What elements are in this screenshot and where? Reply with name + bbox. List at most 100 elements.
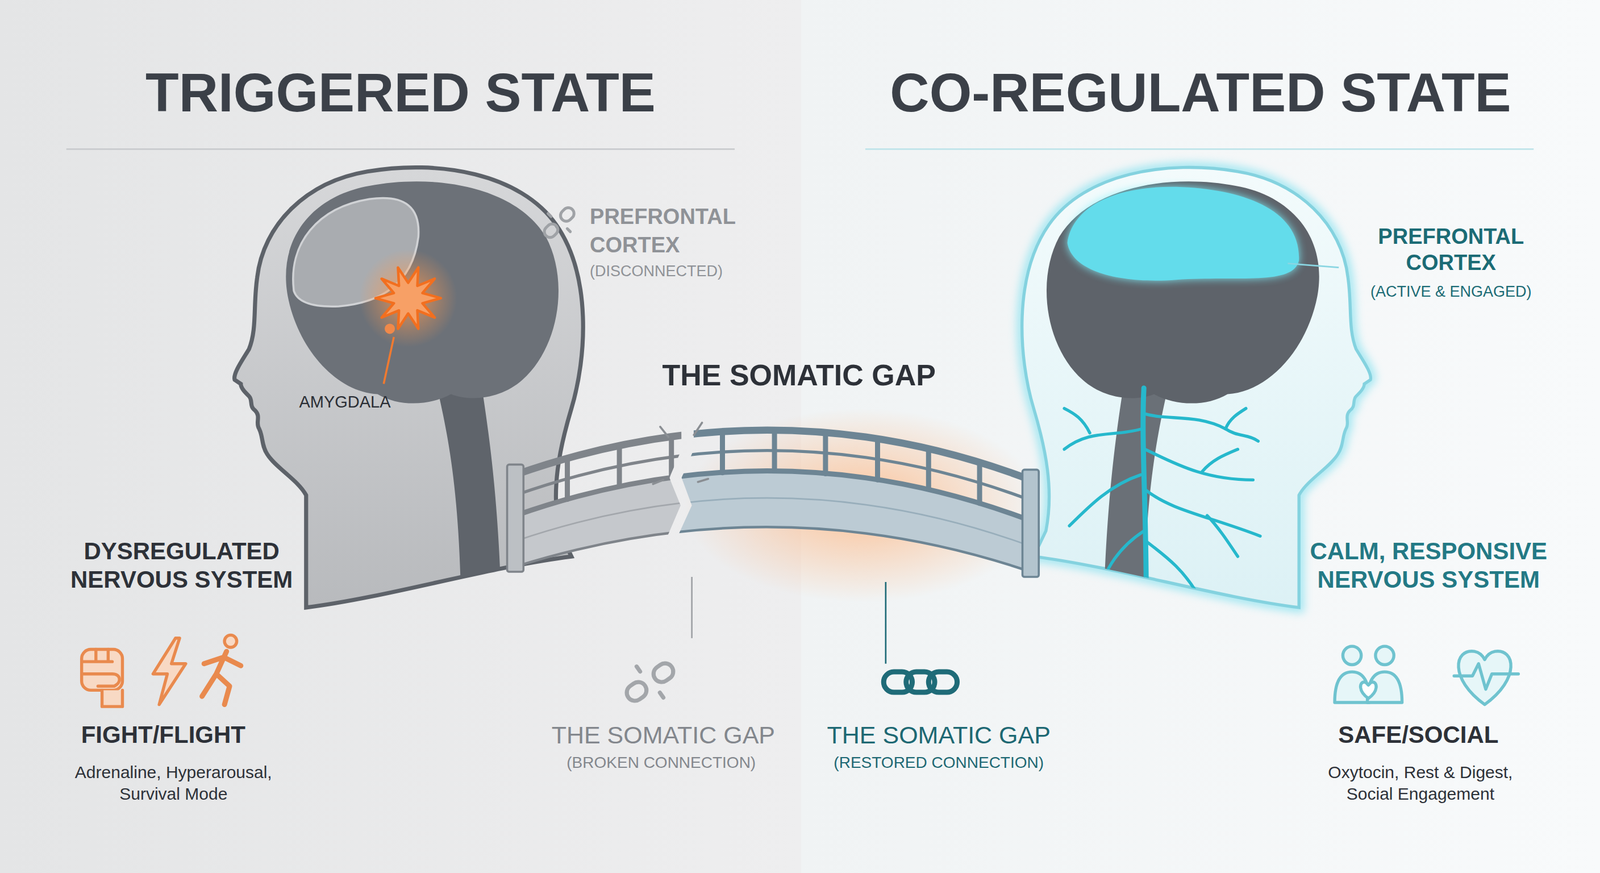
coregulated-head	[1064, 408, 1090, 433]
coregulated-head	[1143, 388, 1147, 633]
bridge	[822, 432, 828, 474]
region-label: PREFRONTAL CORTEX	[1356, 223, 1546, 276]
coregulated-head	[1094, 530, 1144, 603]
label-slot: CALM, RESPONSIVE NERVOUS SYSTEM	[1298, 536, 1559, 594]
broken-chain-icon	[623, 678, 650, 704]
coregulated-head	[1046, 181, 1320, 403]
label-slot: PREFRONTAL CORTEX	[589, 202, 769, 260]
mode-description: Oxytocin, Rest & Digest, Social Engageme…	[1310, 761, 1531, 805]
safe-social-icons	[1334, 646, 1519, 704]
bridge	[772, 429, 778, 471]
broken-chain-icon	[542, 221, 561, 240]
status-note: (ACTIVE & ENGAGED)	[1370, 281, 1532, 302]
label-slot: AMYGDALA	[263, 392, 427, 412]
bridge	[722, 429, 981, 503]
gap-label: THE SOMATIC GAP	[827, 720, 1051, 749]
mode-description: Adrenaline, Hyperarousal, Survival Mode	[51, 761, 297, 805]
triggered-head	[285, 181, 559, 633]
triggered-head	[285, 181, 559, 403]
bridge	[719, 431, 725, 473]
bridge	[926, 448, 932, 490]
coregulated-head	[1046, 181, 1320, 633]
coregulated-head	[1064, 388, 1261, 633]
gap-label: THE SOMATIC GAP	[551, 720, 775, 749]
bridge	[507, 408, 1041, 603]
fight-flight-icons	[224, 634, 237, 648]
coregulated-head	[1207, 515, 1239, 557]
leader-line	[885, 581, 887, 664]
label-slot: FIGHT/FLIGHT	[46, 720, 281, 749]
label-slot: (RESTORED CONNECTION)	[801, 752, 1077, 773]
leader-line	[690, 576, 693, 639]
broken-chain-icon	[636, 664, 664, 700]
heading-rule	[865, 148, 1534, 150]
bridge	[772, 429, 778, 471]
label-slot: (BROKEN CONNECTION)	[523, 752, 799, 773]
fight-flight-icons	[202, 651, 241, 704]
triggered-head	[375, 267, 441, 329]
coregulated-head	[1067, 186, 1300, 281]
triggered-head	[436, 385, 503, 633]
gap-note: (RESTORED CONNECTION)	[833, 752, 1044, 773]
safe-social-icons	[1453, 663, 1519, 690]
bridge	[926, 448, 932, 490]
label-slot: (ACTIVE & ENGAGED)	[1348, 281, 1553, 302]
region-label: AMYGDALA	[298, 392, 391, 412]
bridge	[875, 438, 881, 480]
mode-heading: FIGHT/FLIGHT	[81, 720, 246, 749]
bridge	[515, 471, 1031, 522]
bridge	[515, 471, 1031, 572]
broken-chain-icon	[650, 659, 677, 685]
panel-heading: CO-REGULATED STATE	[889, 61, 1511, 124]
bridge	[507, 464, 524, 572]
label-slot: THE SOMATIC GAP	[525, 720, 802, 749]
label-slot: Oxytocin, Rest & Digest, Social Engageme…	[1310, 761, 1531, 805]
status-note: (DISCONNECTED)	[589, 261, 723, 281]
bridge	[515, 430, 1031, 481]
bridge	[977, 462, 983, 504]
triggered-head	[384, 323, 395, 334]
triggered-head	[383, 336, 394, 385]
label-slot: DYSREGULATED NERVOUS SYSTEM	[63, 536, 300, 594]
label-slot: (DISCONNECTED)	[589, 261, 784, 281]
bridge	[515, 471, 1031, 572]
coregulated-head	[1064, 428, 1142, 450]
panel-heading: TRIGGERED STATE	[145, 61, 656, 124]
chain-icon	[928, 671, 957, 693]
coregulated-head	[1225, 428, 1258, 442]
bridge	[822, 432, 828, 474]
broken-chain-icon	[557, 205, 577, 224]
safe-social-icons	[1375, 646, 1394, 665]
coregulated-head	[1144, 448, 1253, 480]
mode-heading: SAFE/SOCIAL	[1338, 720, 1499, 749]
coregulated-head	[1067, 186, 1300, 281]
bridge	[668, 436, 674, 478]
fight-flight-icons	[81, 649, 123, 691]
bridge	[719, 431, 725, 473]
label-slot: THE SOMATIC GAP	[630, 357, 968, 393]
fight-flight-icons	[81, 634, 241, 707]
bridge	[507, 429, 1031, 572]
coregulated-head	[1102, 385, 1169, 633]
bridge	[617, 444, 623, 486]
coregulated-head	[1202, 448, 1239, 472]
label-slot: THE SOMATIC GAP	[801, 720, 1077, 749]
fight-flight-icons	[152, 638, 186, 705]
label-slot: Adrenaline, Hyperarousal, Survival Mode	[51, 761, 297, 805]
region-label: PREFRONTAL CORTEX	[589, 202, 769, 260]
broken-chain-icon	[548, 211, 571, 234]
bridge	[875, 438, 881, 480]
bridge	[515, 430, 1031, 481]
bridge	[515, 497, 1031, 547]
fight-flight-icons	[102, 689, 123, 707]
coregulated-head	[1146, 540, 1203, 603]
bridge	[515, 429, 1039, 577]
coregulated-head	[1225, 408, 1247, 429]
coregulated-head	[1069, 474, 1141, 526]
leader-line	[1287, 263, 1339, 268]
safe-social-icons	[1458, 651, 1511, 705]
state-heading: CALM, RESPONSIVE NERVOUS SYSTEM	[1298, 536, 1559, 594]
broken-chain-icon	[616, 650, 684, 714]
fight-flight-icons	[81, 649, 120, 687]
safe-social-icons	[1360, 681, 1377, 699]
